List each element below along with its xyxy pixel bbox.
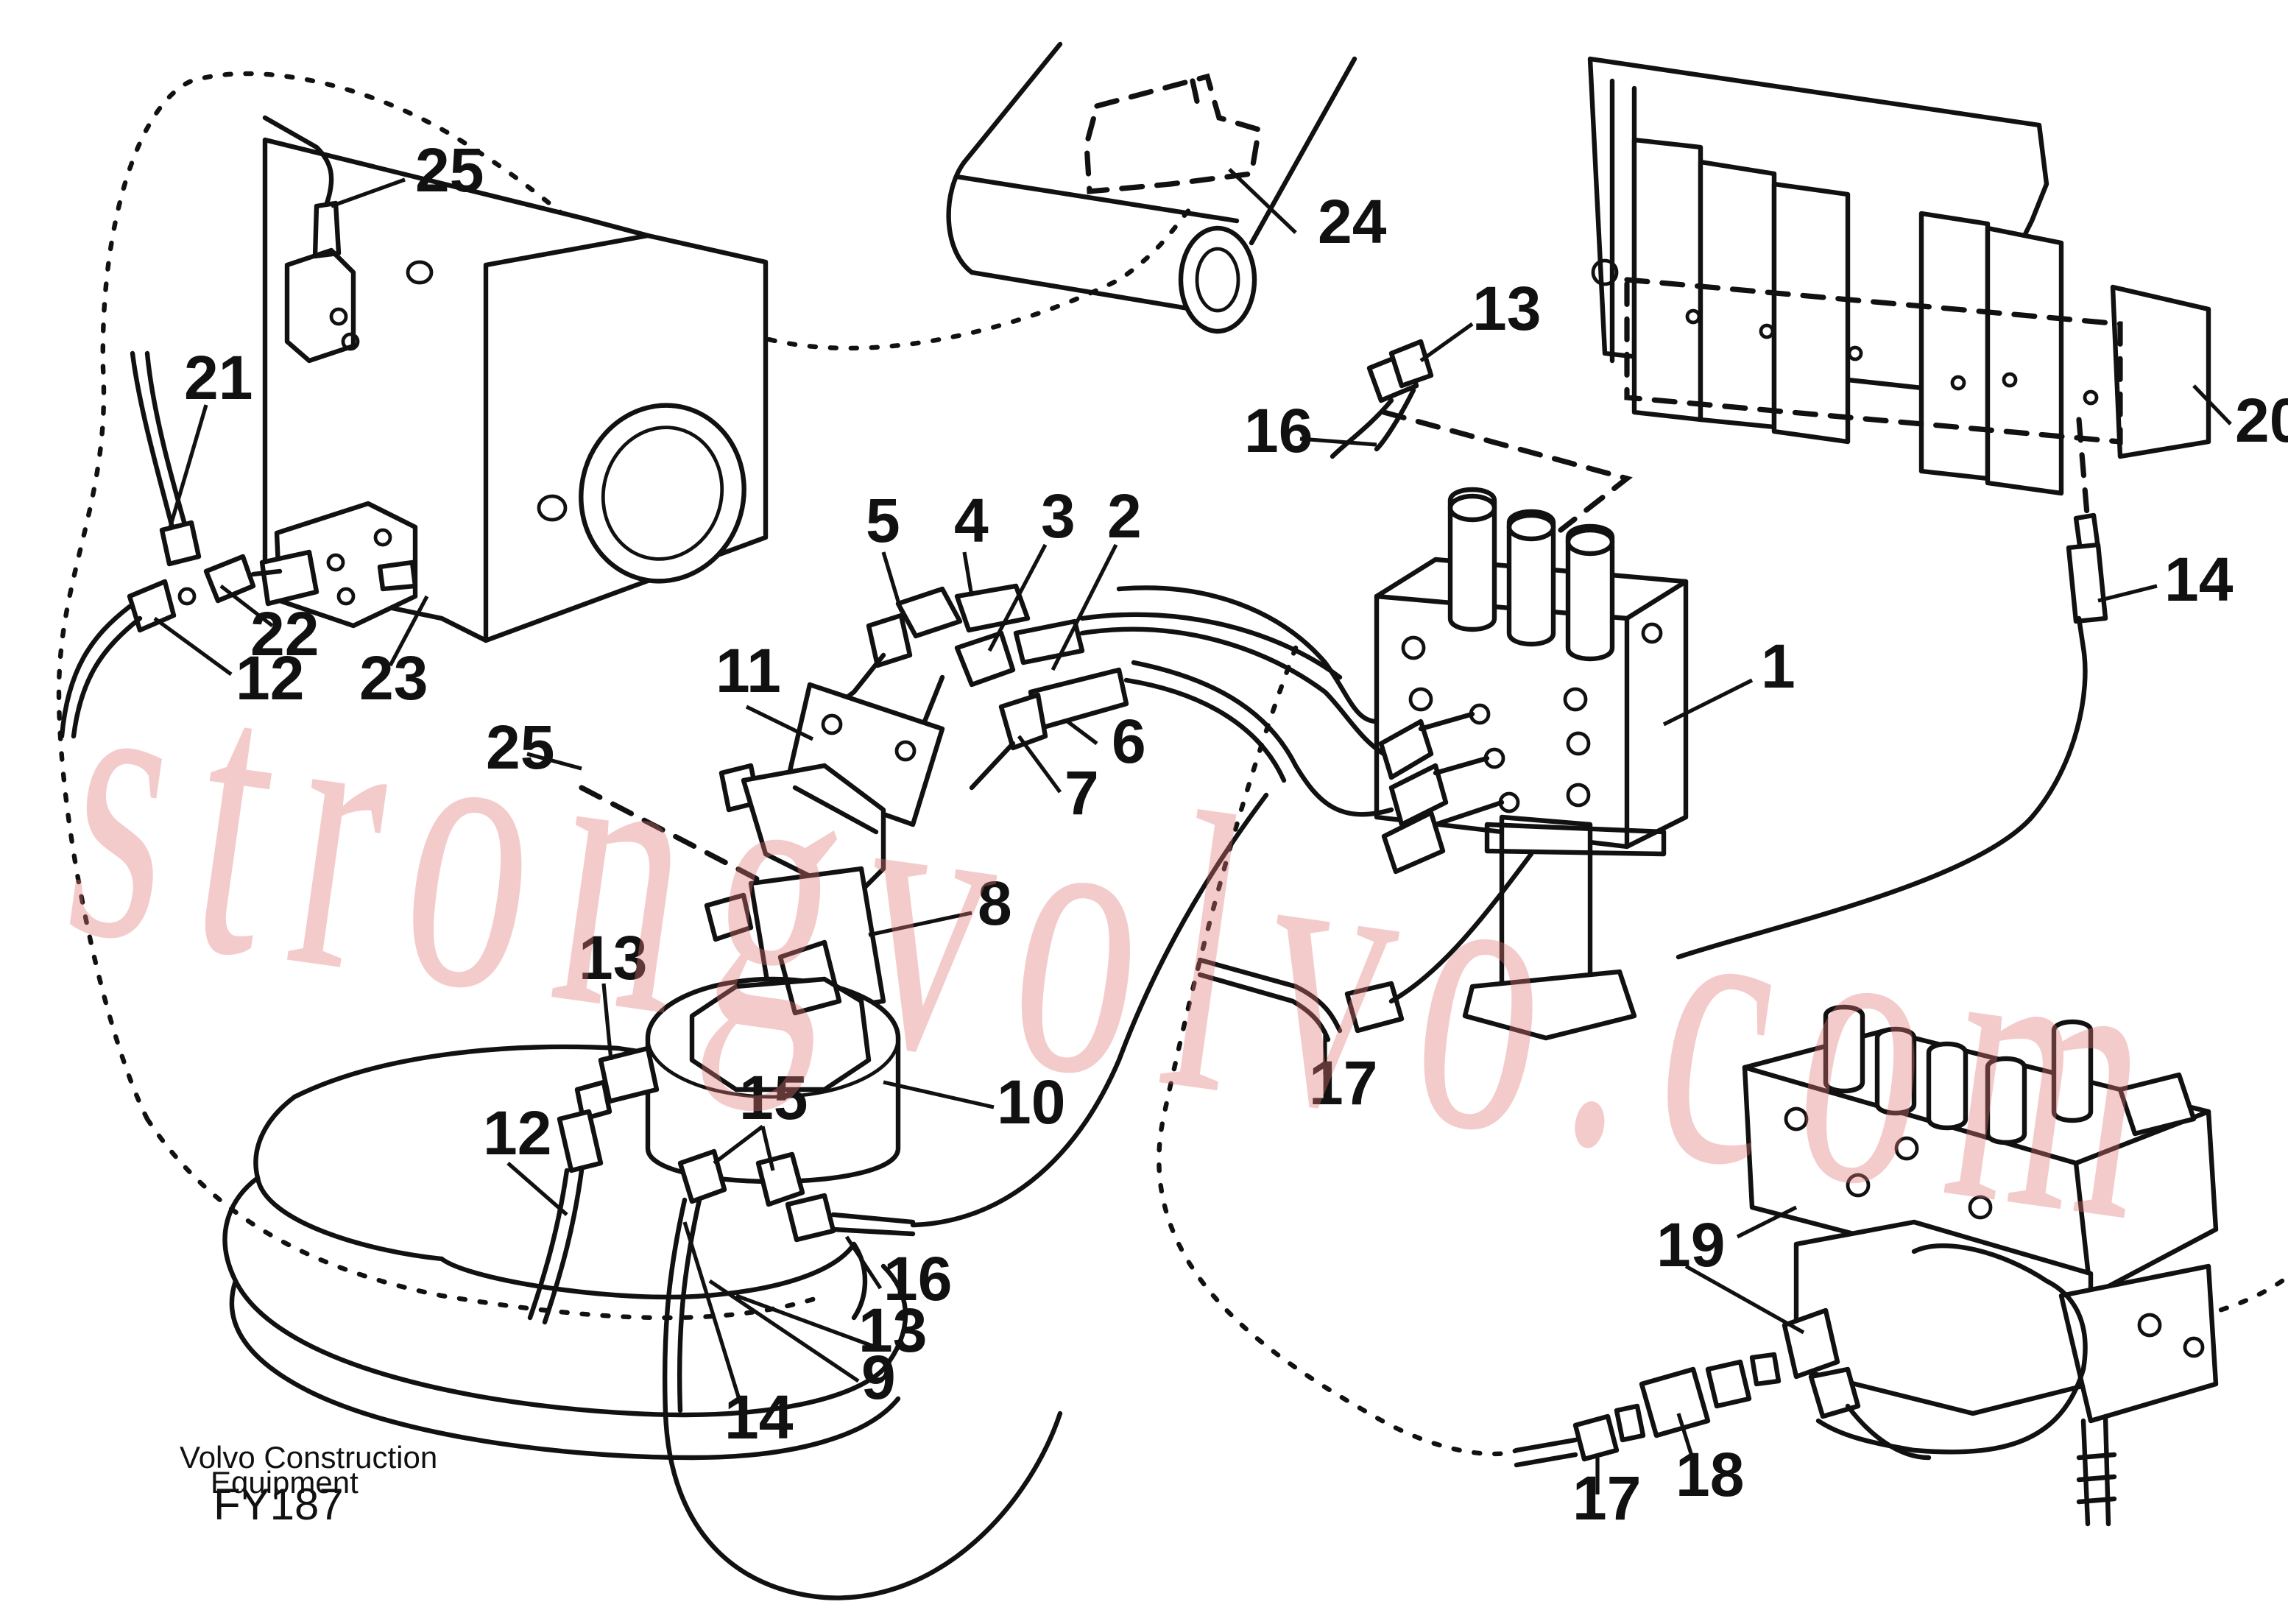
callout-16-top: 16	[1244, 396, 1313, 465]
credit-line-1: Volvo Construction	[180, 1440, 437, 1475]
hose-17	[1197, 851, 1534, 1042]
callout-6: 6	[1112, 707, 1146, 776]
boom-section	[946, 41, 1357, 334]
base-structure	[222, 1044, 908, 1461]
leader-lines	[153, 168, 2232, 1494]
bottom-fittings	[1514, 1307, 1932, 1468]
callout-13-bottom: 13	[858, 1296, 927, 1365]
control-valve-block	[1374, 487, 1689, 1041]
callout-9: 9	[861, 1343, 896, 1412]
callout-22: 22	[250, 599, 319, 668]
callout-25-top: 25	[415, 135, 484, 205]
callout-21: 21	[184, 343, 253, 412]
callout-17-bottom: 17	[1572, 1464, 1641, 1533]
callout-12-bottom: 12	[483, 1098, 551, 1168]
callout-1: 1	[1761, 632, 1796, 701]
callout-24: 24	[1318, 187, 1387, 256]
callout-2: 2	[1107, 481, 1142, 551]
callout-11: 11	[716, 636, 781, 705]
left-hoses	[59, 350, 283, 739]
callout-10: 10	[997, 1067, 1065, 1137]
figure-code: FY187	[213, 1480, 344, 1529]
callout-numbers: 1 2 3 4 5 6 7 8 9 10 11 12 12 13 13 13 1…	[184, 135, 2288, 1533]
callout-13-swivel: 13	[579, 923, 647, 992]
credit-line-2: Equipment	[211, 1465, 359, 1500]
callout-25-middle: 25	[486, 713, 554, 782]
callout-14-right: 14	[2164, 545, 2234, 614]
swivel-hoses	[527, 792, 1269, 1600]
fitting-cluster	[718, 583, 1129, 901]
callout-7: 7	[1064, 758, 1099, 827]
callout-8: 8	[978, 869, 1012, 938]
callout-20: 20	[2235, 386, 2288, 455]
callout-15: 15	[739, 1063, 808, 1132]
watermark: strongvolvo.com	[47, 577, 2208, 1309]
callout-23: 23	[359, 643, 428, 713]
callout-16-bottom: 16	[883, 1244, 952, 1313]
callout-17-middle: 17	[1309, 1048, 1377, 1118]
credit-block: Volvo Construction Equipment FY187	[180, 1440, 437, 1529]
top-left-valve	[262, 115, 360, 364]
hose-14-right	[1330, 339, 2108, 960]
pilot-hoses	[1079, 585, 1520, 875]
pump-housing	[259, 137, 769, 643]
callout-12-left: 12	[236, 643, 304, 713]
callout-3: 3	[1041, 481, 1076, 551]
callout-14-bottom: 14	[724, 1383, 794, 1452]
callout-18: 18	[1676, 1440, 1744, 1509]
callout-13-top: 13	[1472, 274, 1541, 343]
callout-19: 19	[1656, 1210, 1725, 1279]
callout-4: 4	[954, 486, 989, 555]
swivel-joint	[645, 866, 901, 1185]
valve-stack	[1587, 56, 2211, 496]
servo-valve-block	[1742, 1004, 2219, 1527]
callout-5: 5	[866, 486, 900, 555]
